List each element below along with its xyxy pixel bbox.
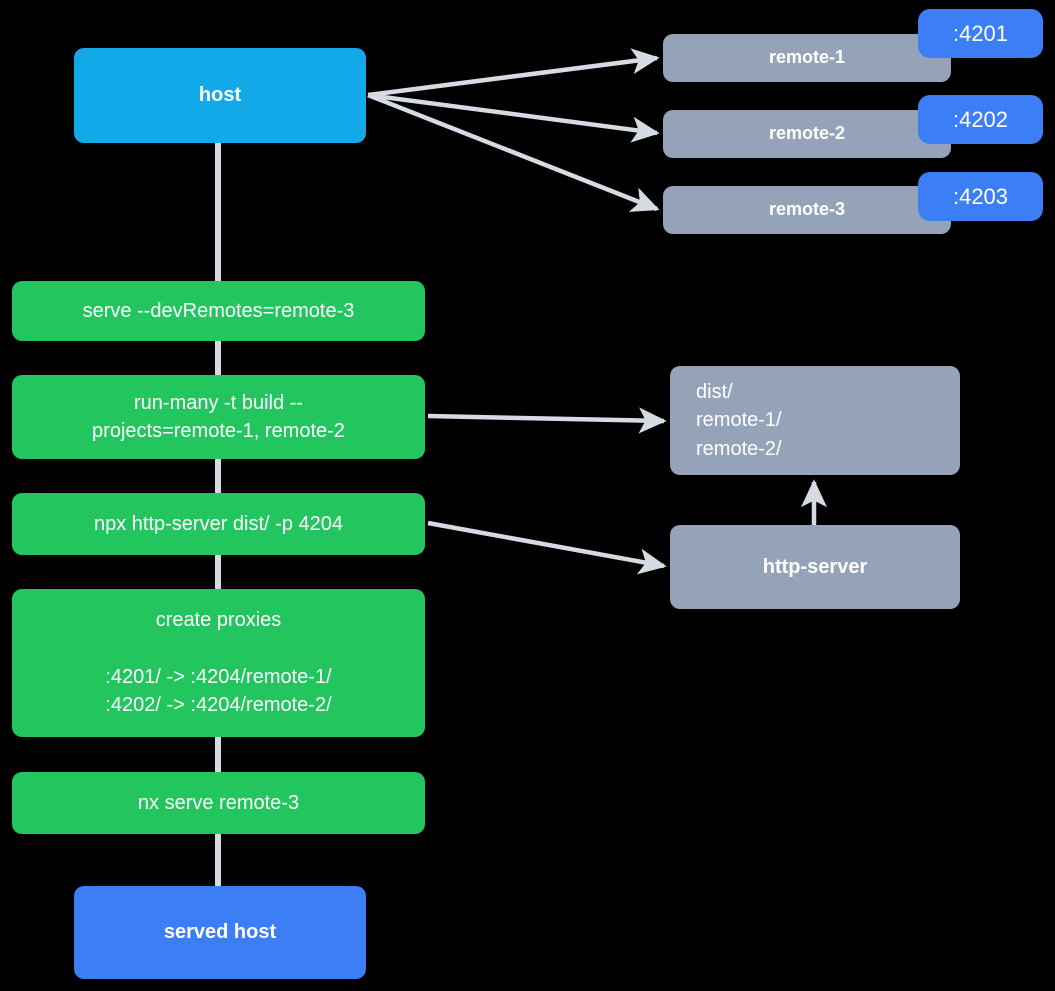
- node-command-serve-dev-remotes-label: serve --devRemotes=remote-3: [82, 299, 355, 322]
- node-command-nx-serve-remote-3-label: nx serve remote-3: [137, 791, 300, 814]
- node-command-npx-http-server[interactable]: npx http-server dist/ -p 4204: [12, 493, 425, 555]
- node-command-run-many-build[interactable]: run-many -t build -- projects=remote-1, …: [12, 375, 425, 459]
- node-command-npx-http-server-label: npx http-server dist/ -p 4204: [93, 512, 343, 535]
- badge-remote-3-port[interactable]: :4203: [918, 172, 1043, 221]
- edge-host-to-remote-1: [367, 48, 660, 98]
- node-command-serve-dev-remotes[interactable]: serve --devRemotes=remote-3: [12, 281, 425, 341]
- badge-remote-2-port-label: :4202: [952, 106, 1009, 132]
- node-remote-2-label: remote-2: [768, 123, 846, 144]
- badge-remote-1-port[interactable]: :4201: [918, 9, 1043, 58]
- node-dist-folder-label: dist/ remote-1/ remote-2/: [696, 380, 782, 460]
- node-http-server-label: http-server: [762, 555, 868, 578]
- node-command-run-many-build-label: run-many -t build -- projects=remote-1, …: [92, 391, 345, 442]
- node-served-host-label: served host: [163, 921, 277, 944]
- node-remote-3-label: remote-3: [768, 199, 846, 220]
- node-dist-folder[interactable]: dist/ remote-1/ remote-2/: [670, 366, 960, 475]
- node-remote-1[interactable]: remote-1: [663, 34, 951, 82]
- node-remote-2[interactable]: remote-2: [663, 110, 951, 158]
- badge-remote-3-port-label: :4203: [952, 183, 1009, 209]
- badge-remote-2-port[interactable]: :4202: [918, 95, 1043, 144]
- edge-host-to-remote-2: [367, 92, 660, 143]
- node-served-host[interactable]: served host: [74, 886, 366, 979]
- node-remote-1-label: remote-1: [768, 47, 846, 68]
- edge-host-to-remote-3: [367, 92, 660, 212]
- node-host-label: host: [198, 84, 242, 107]
- node-command-create-proxies-label: create proxies :4201/ -> :4204/remote-1/…: [105, 609, 332, 717]
- node-command-create-proxies[interactable]: create proxies :4201/ -> :4204/remote-1/…: [12, 589, 425, 737]
- badge-remote-1-port-label: :4201: [952, 20, 1009, 46]
- node-command-nx-serve-remote-3[interactable]: nx serve remote-3: [12, 772, 425, 834]
- edge-npx-to-http-server: [427, 520, 667, 575]
- node-remote-3[interactable]: remote-3: [663, 186, 951, 234]
- node-http-server[interactable]: http-server: [670, 525, 960, 609]
- edge-run-many-to-dist: [427, 407, 667, 434]
- node-host[interactable]: host: [74, 48, 366, 143]
